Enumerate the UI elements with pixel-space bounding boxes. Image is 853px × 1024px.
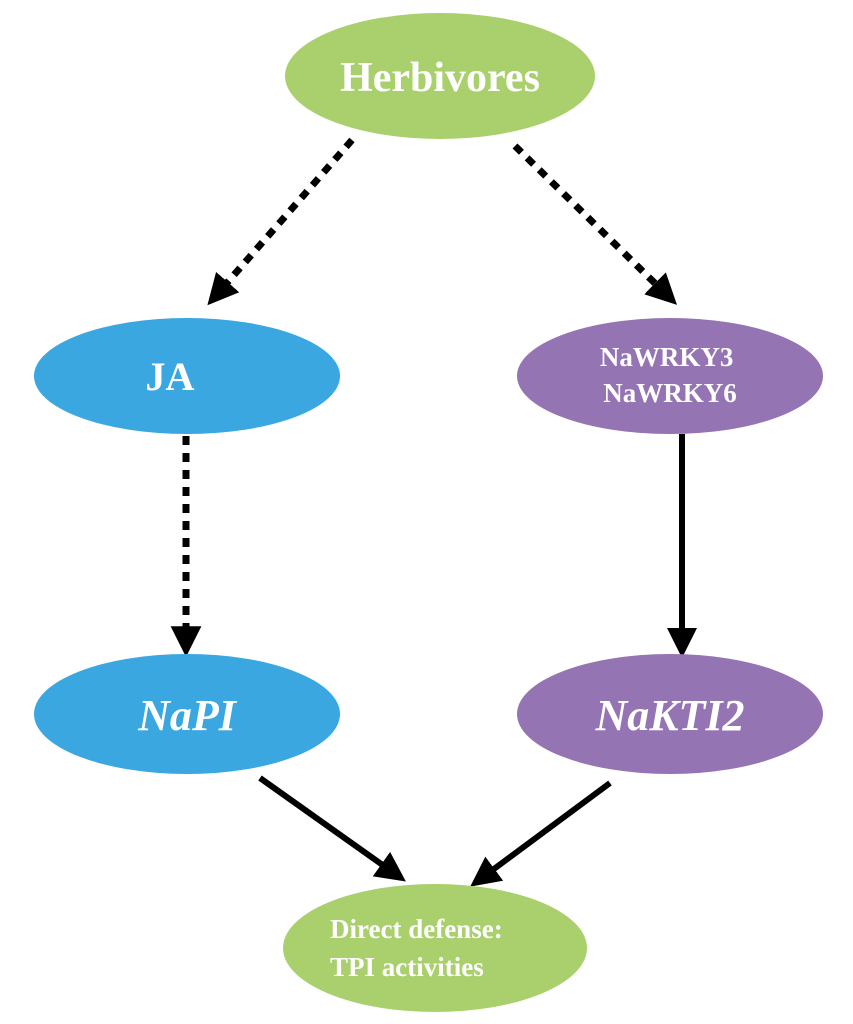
node-defense: Direct defense: TPI activities — [283, 884, 587, 1012]
node-ja: JA — [34, 318, 340, 434]
node-ja-shape — [34, 318, 340, 434]
node-nawrky: NaWRKY3 NaWRKY6 — [517, 318, 823, 434]
node-nakti2-shape — [517, 654, 823, 774]
edge-nakti2-to-defense — [470, 780, 612, 887]
node-nawrky-shape — [517, 318, 823, 434]
node-nawrky-line1: NaWRKY3 — [600, 342, 734, 372]
edge-napi-to-defense — [258, 775, 406, 882]
node-herbivores: Herbivores — [285, 13, 595, 139]
node-nakti2-label: NaKTI2 — [594, 691, 744, 740]
node-herbivores-shape — [285, 13, 595, 139]
node-napi-label: NaPI — [137, 691, 238, 740]
node-defense-shape — [283, 884, 587, 1012]
node-defense-label: Direct defense: TPI activities — [330, 914, 509, 982]
edge-herbivores-to-ja — [207, 137, 355, 306]
node-nawrky-label: NaWRKY3 NaWRKY6 — [600, 342, 740, 408]
node-nawrky-line2: NaWRKY6 — [603, 378, 737, 408]
node-ja-label: JA — [146, 354, 195, 399]
edge-herbivores-to-nawrky — [512, 143, 677, 305]
node-defense-line1: Direct defense: — [330, 914, 503, 944]
node-napi-shape — [34, 654, 340, 774]
node-napi: NaPI — [34, 654, 340, 774]
node-defense-line2: TPI activities — [330, 952, 484, 982]
node-herbivores-label: Herbivores — [340, 55, 540, 101]
node-nakti2: NaKTI2 — [517, 654, 823, 774]
